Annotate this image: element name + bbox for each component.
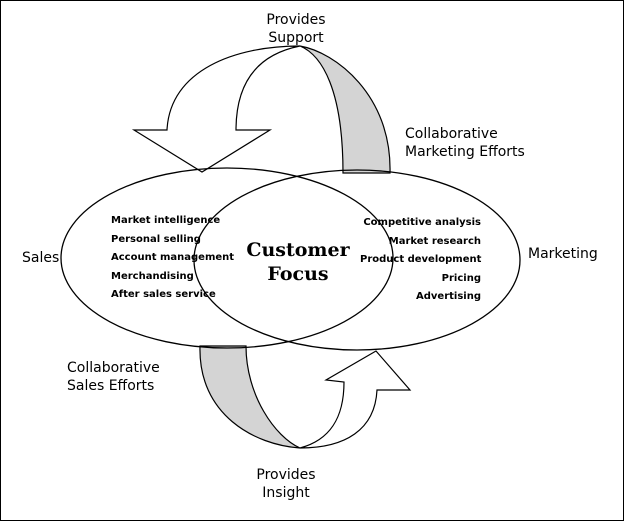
top-arrow-body <box>131 45 301 173</box>
collaborative-marketing-line-1: Collaborative <box>405 126 498 142</box>
list-item: Competitive analysis <box>363 217 481 228</box>
marketing-ellipse <box>193 169 521 351</box>
collaborative-sales-line-1: Collaborative <box>67 360 160 376</box>
bottom-arrow-shaded-side <box>199 345 301 449</box>
provides-support-line-2: Support <box>268 30 324 46</box>
provides-insight-line-2: Insight <box>262 485 310 501</box>
collaborative-marketing-label: Collaborative Marketing Efforts <box>405 125 525 161</box>
provides-support-label: Provides Support <box>256 11 336 47</box>
list-item: Market intelligence <box>111 215 221 226</box>
provides-insight-line-1: Provides <box>256 467 316 483</box>
sales-ellipse <box>60 167 394 349</box>
customer-focus-label: Customer Focus <box>236 238 360 286</box>
list-item: Account management <box>111 252 235 263</box>
provides-support-line-1: Provides <box>266 12 326 28</box>
collaborative-marketing-line-2: Marketing Efforts <box>405 144 525 160</box>
list-item: Product development <box>360 254 482 265</box>
top-arrow-shaded-side <box>299 45 391 174</box>
marketing-activities-list: Competitive analysis Market research Pro… <box>360 214 481 307</box>
sales-label: Sales <box>22 250 60 266</box>
collaborative-sales-line-2: Sales Efforts <box>67 378 155 394</box>
customer-focus-line-1: Customer <box>246 239 350 261</box>
bottom-curved-arrow <box>199 345 412 449</box>
list-item: Personal selling <box>111 233 201 245</box>
provides-insight-label: Provides Insight <box>246 466 326 502</box>
sales-activities-list: Market intelligence Personal selling Acc… <box>111 212 234 305</box>
top-curved-arrow <box>131 45 391 174</box>
collaborative-sales-label: Collaborative Sales Efforts <box>67 359 160 395</box>
bottom-arrow-body <box>299 350 412 449</box>
list-item: After sales service <box>111 289 216 300</box>
list-item: Merchandising <box>111 270 194 282</box>
list-item: Pricing <box>441 272 481 284</box>
customer-focus-line-2: Focus <box>267 263 329 285</box>
marketing-label: Marketing <box>528 246 598 262</box>
list-item: Market research <box>388 235 481 247</box>
list-item: Advertising <box>416 291 481 302</box>
